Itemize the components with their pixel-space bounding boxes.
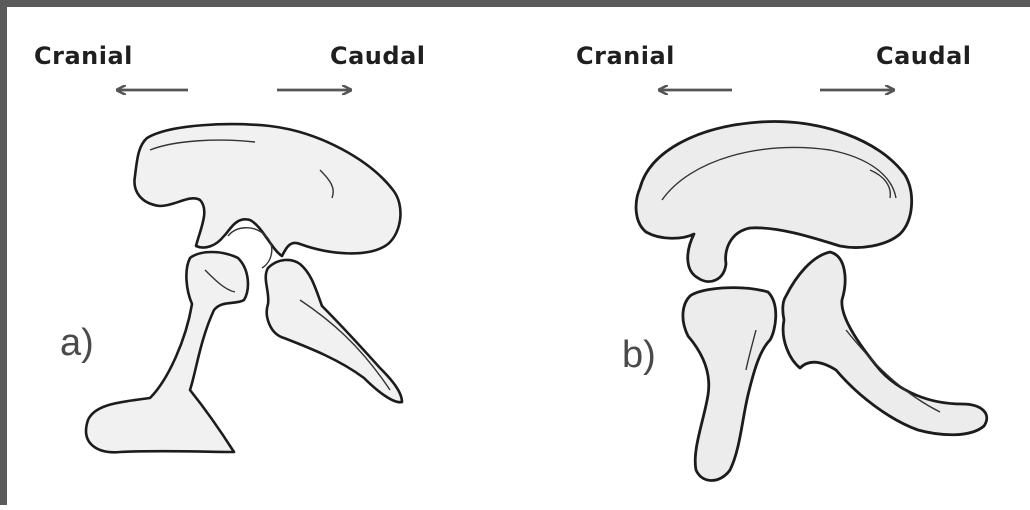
caudal-label-a: Caudal xyxy=(330,42,426,70)
cranial-label-a: Cranial xyxy=(34,42,133,70)
panel-a xyxy=(86,90,402,452)
caudal-label-b: Caudal xyxy=(876,42,972,70)
panel-label-a: a) xyxy=(60,322,94,365)
cranial-label-b: Cranial xyxy=(576,42,675,70)
panel-label-b: b) xyxy=(622,334,656,377)
ischium-b xyxy=(783,252,987,435)
border-left xyxy=(0,0,7,505)
panel-b xyxy=(636,90,987,481)
ischium-a xyxy=(266,260,402,402)
border-top xyxy=(0,0,1030,7)
ilium-b xyxy=(636,122,912,282)
pubis-a xyxy=(86,252,248,452)
pubis-b xyxy=(683,288,776,481)
